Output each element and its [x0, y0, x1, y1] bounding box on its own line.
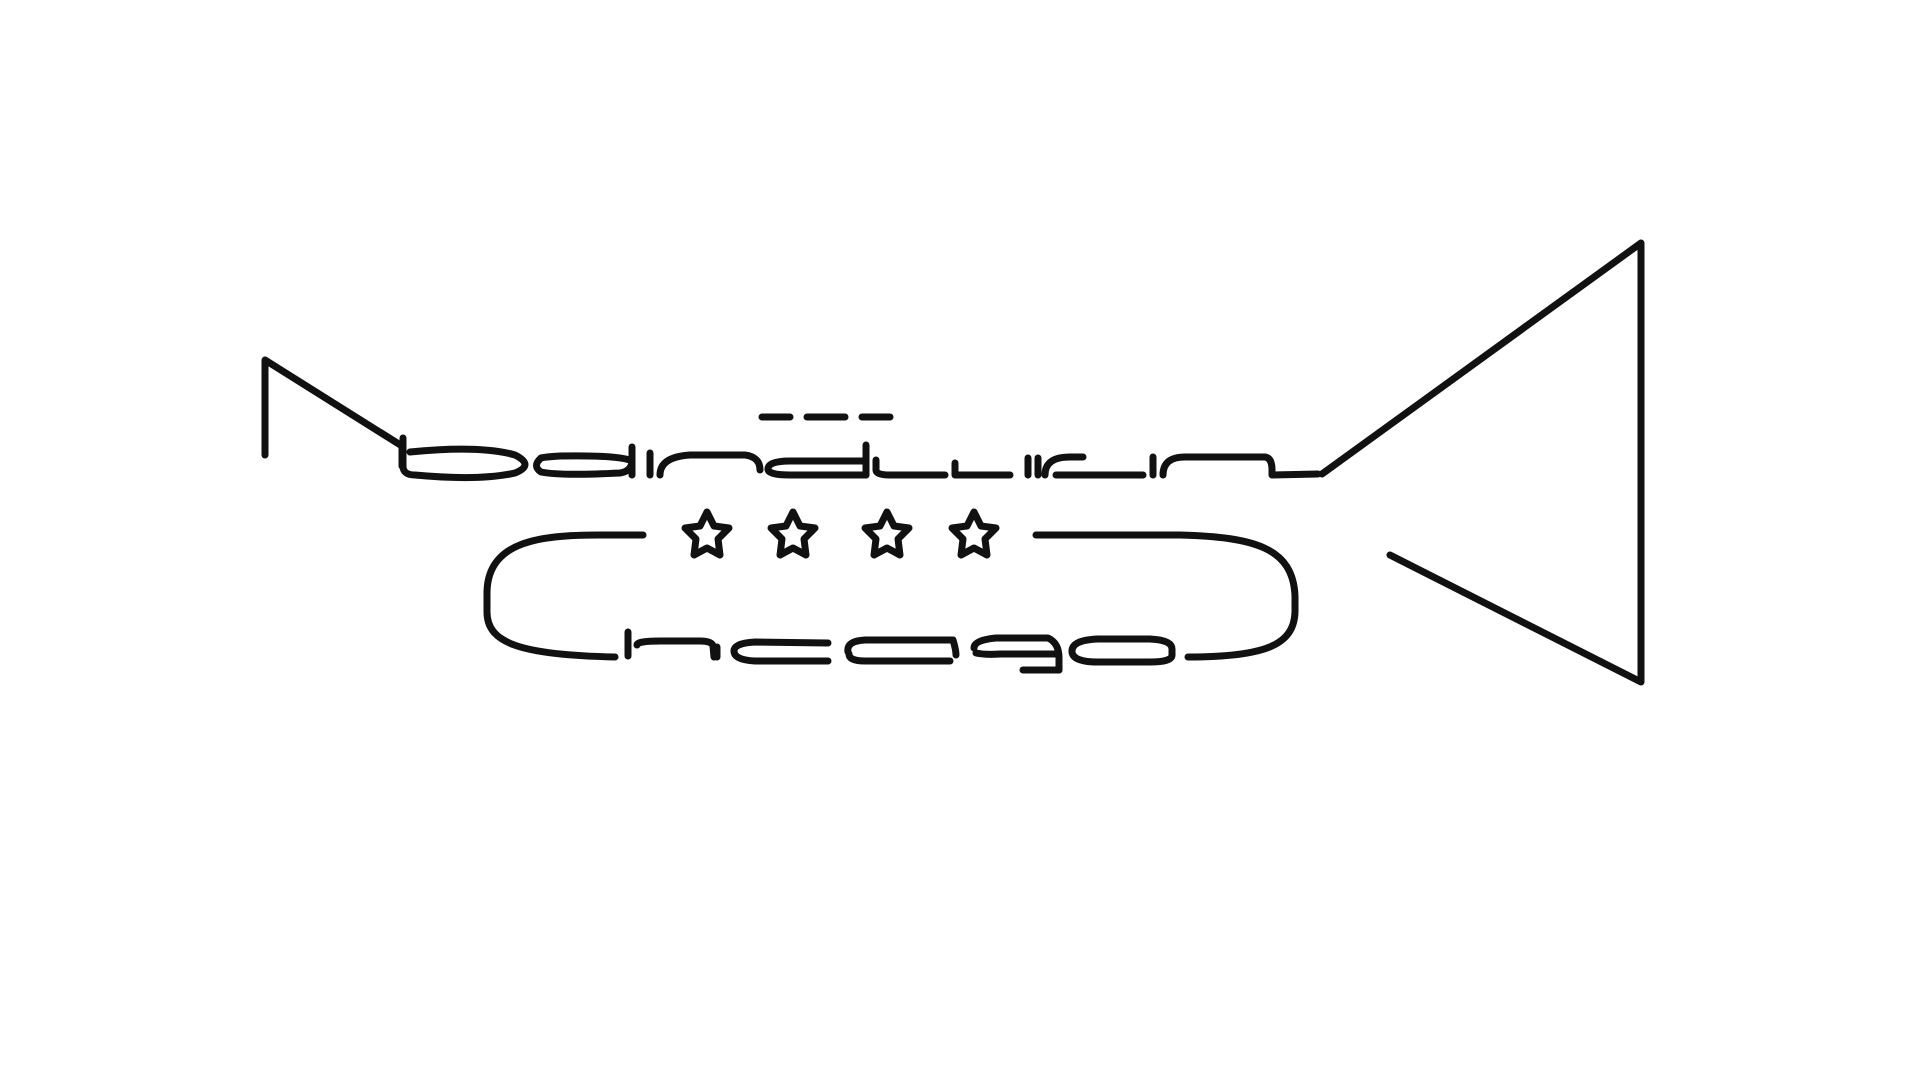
top-word-lettering: [399, 413, 1322, 482]
star-row: [681, 508, 1000, 559]
logo-artwork: [261, 239, 1645, 686]
trumpet-bell: [1318, 239, 1645, 686]
trumpet-lower-tube: [483, 531, 647, 661]
bottom-word-lettering: [624, 628, 1176, 674]
star-icon: [767, 508, 819, 559]
trumpet-mouthpiece: [261, 356, 406, 470]
star-icon: [861, 508, 913, 559]
star-icon: [681, 508, 733, 559]
star-icon: [948, 508, 1000, 559]
trumpet-valve-loop: [1032, 531, 1299, 661]
